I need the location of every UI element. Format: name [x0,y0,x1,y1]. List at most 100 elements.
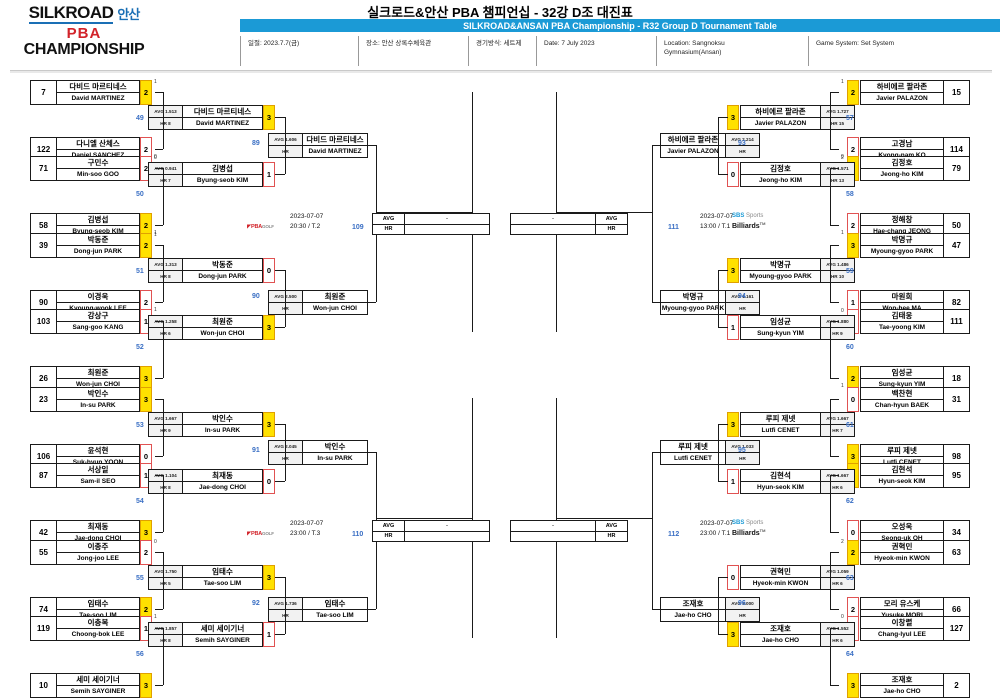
player-score[interactable]: 2 [847,540,859,565]
match-score[interactable]: 3 [263,565,275,590]
player-name-kr: 박인수 [303,441,367,453]
player-score[interactable]: 3 [847,444,859,469]
avg-hr-box[interactable]: AVG-HR [372,520,490,542]
match-score[interactable]: 3 [263,105,275,130]
match-score[interactable]: 0 [727,565,739,590]
player-score[interactable]: 2 [847,597,859,622]
connector-line [472,92,473,332]
match-score[interactable]: 0 [263,469,275,494]
avg-value: AVG 1.552 [821,623,854,635]
match-score[interactable]: 3 [727,412,739,437]
player-score[interactable]: 2 [847,80,859,105]
match-score[interactable]: 3 [727,105,739,130]
match-score[interactable]: 3 [727,622,739,647]
match-score[interactable]: 3 [263,412,275,437]
player-name-kr: 다비드 마르티네스 [303,134,367,146]
player-score[interactable]: 1 [847,290,859,315]
player-name-en: Jae-ho CHO [761,637,800,644]
player-score[interactable]: 0 [847,387,859,412]
avg-hr-box[interactable]: AVG-HR [372,213,490,235]
player-score[interactable]: 2 [140,80,152,105]
connector-line [368,302,376,303]
avg-hr-box[interactable]: AVG-HR [510,520,628,542]
player-seed: 90 [31,291,57,314]
match-score[interactable]: 3 [263,315,275,340]
player-score[interactable]: 2 [847,366,859,391]
match-score[interactable]: 1 [263,622,275,647]
player-score[interactable]: 3 [140,673,152,698]
match-result-box[interactable]: AVG 1.736HR임태수Tae-soo LIM [268,597,368,622]
connector-line [556,212,652,213]
match-score[interactable]: 0 [727,162,739,187]
player-score[interactable]: 3 [847,673,859,698]
match-score[interactable]: 3 [727,258,739,283]
avg-value: AVG 1.667 [821,413,854,425]
player-score[interactable]: 3 [140,387,152,412]
player-score[interactable]: 2 [847,213,859,238]
match-score[interactable]: 1 [263,162,275,187]
match-score[interactable]: 0 [263,258,275,283]
match-score[interactable]: 1 [727,315,739,340]
match-number-r8: 96 [738,599,746,607]
connector-line [163,552,164,609]
player-score[interactable]: 2 [140,233,152,258]
player-score[interactable]: 3 [847,233,859,258]
avg-value: AVG 1.513 [149,106,182,118]
avg-hr-box[interactable]: AVG-HR [510,213,628,235]
match-number-r16: 64 [846,650,854,658]
match-result-box[interactable]: AVG 2.045HR박인수In-su PARK [268,440,368,465]
player-name-en: Lutfi CENET [861,457,943,468]
player-score[interactable]: 3 [140,366,152,391]
match-number-r8: 89 [252,139,260,147]
player-score[interactable]: 2 [847,137,859,162]
player-score[interactable]: 2 [140,540,152,565]
connector-line [368,145,376,146]
match-score[interactable]: 1 [727,469,739,494]
match-result-box[interactable]: AVG 2.500HR최원준Won-jun CHOI [268,290,368,315]
player-seed: 31 [943,388,969,411]
